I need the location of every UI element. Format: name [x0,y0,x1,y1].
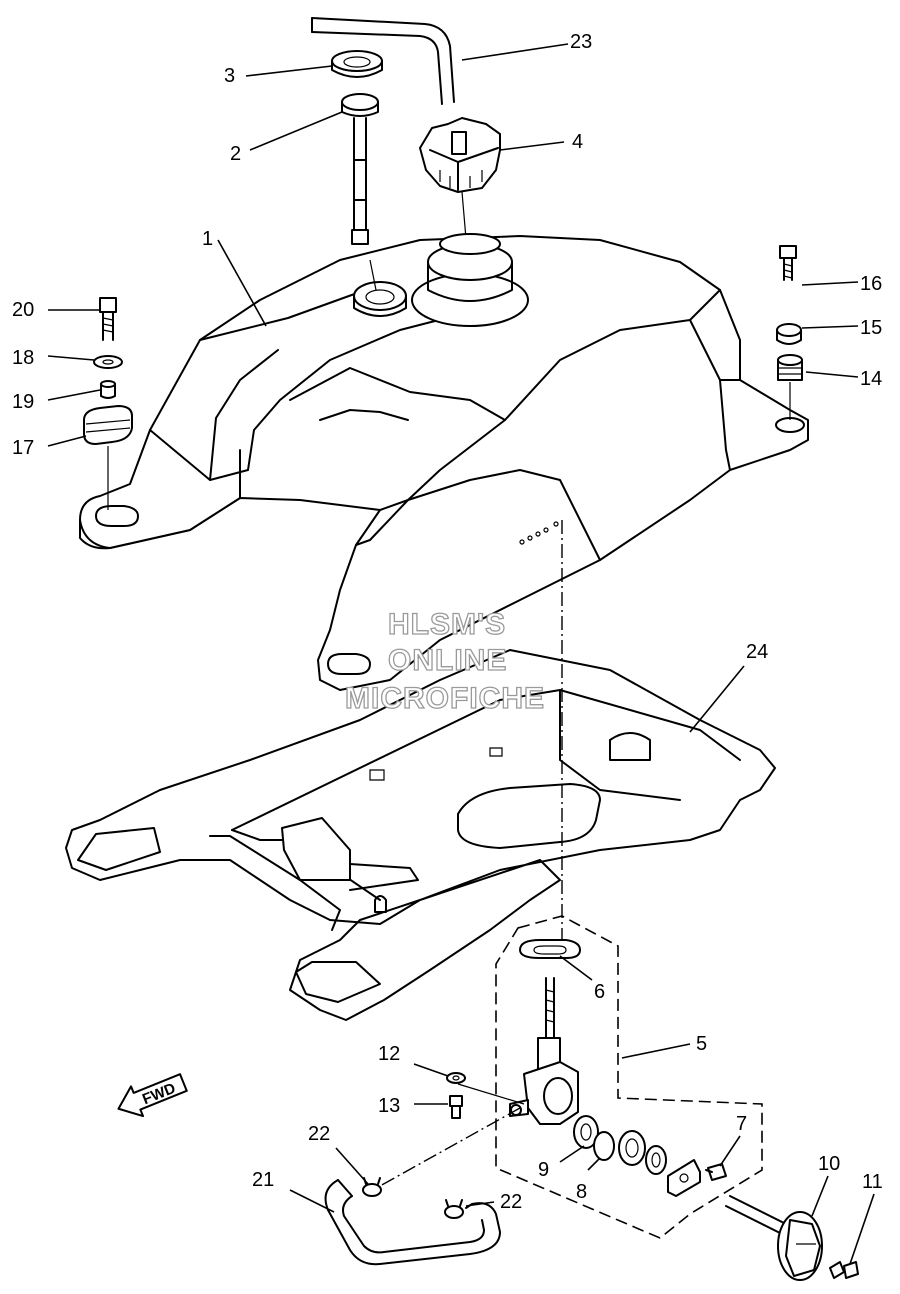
fuel-gauge [341,93,379,245]
fuel-tank [79,233,809,691]
callout-13: 13 [378,1095,400,1117]
o-ring [573,1115,599,1149]
callout-22-lower: 22 [500,1191,522,1213]
watermark-line-1: HLSM'S [388,608,506,641]
fuel-cap [419,117,501,263]
callout-20: 20 [12,299,34,321]
callout-21: 21 [252,1169,274,1191]
lever-parts [618,1130,701,1197]
forward-arrow: FWD [117,1073,188,1118]
strainer-gasket [593,1131,615,1161]
watermark-line-2: ONLINE [388,644,507,677]
fuel-gauge-grommet [331,50,383,78]
callout-10: 10 [818,1153,840,1175]
callout-3: 3 [224,65,235,87]
callout-19: 19 [12,391,34,413]
tank-cover [65,649,776,1021]
washer-12 [446,1072,466,1084]
callout-8: 8 [576,1181,587,1203]
callout-18: 18 [12,347,34,369]
fuel-cock-assembly-box [495,915,763,1239]
callout-6: 6 [594,981,605,1003]
callouts: 23 3 2 4 1 16 15 14 20 18 19 17 24 6 5 1… [12,31,883,1213]
leader-lines [47,43,875,1265]
bolt-13 [449,1095,463,1119]
callout-4: 4 [572,131,583,153]
callout-14: 14 [860,368,882,390]
right-mount-parts [776,245,803,420]
callout-24: 24 [746,641,768,663]
callout-7: 7 [736,1113,747,1135]
callout-22-upper: 22 [308,1123,330,1145]
gasket [519,939,581,959]
callout-1: 1 [202,228,213,250]
fuel-cock-lever [725,1195,823,1281]
watermark-line-3: MICROFICHE [345,682,545,715]
screw-11 [829,1261,859,1279]
callout-2: 2 [230,143,241,165]
callout-9: 9 [538,1159,549,1181]
left-mount-parts [83,297,133,510]
hose-clip-lower [444,1199,464,1219]
callout-17: 17 [12,437,34,459]
watermark: HLSM'S ONLINE MICROFICHE [344,607,545,715]
callout-5: 5 [696,1033,707,1055]
callout-12: 12 [378,1043,400,1065]
screw-7 [705,1163,727,1181]
callout-11: 11 [862,1171,883,1193]
breather-hose [311,17,455,105]
fuel-cock [509,977,579,1125]
callout-16: 16 [860,273,882,295]
fuel-hose [324,1179,501,1266]
callout-15: 15 [860,317,882,339]
callout-23: 23 [570,31,592,53]
center-lines [369,259,563,1187]
fwd-label: FWD [140,1080,178,1109]
